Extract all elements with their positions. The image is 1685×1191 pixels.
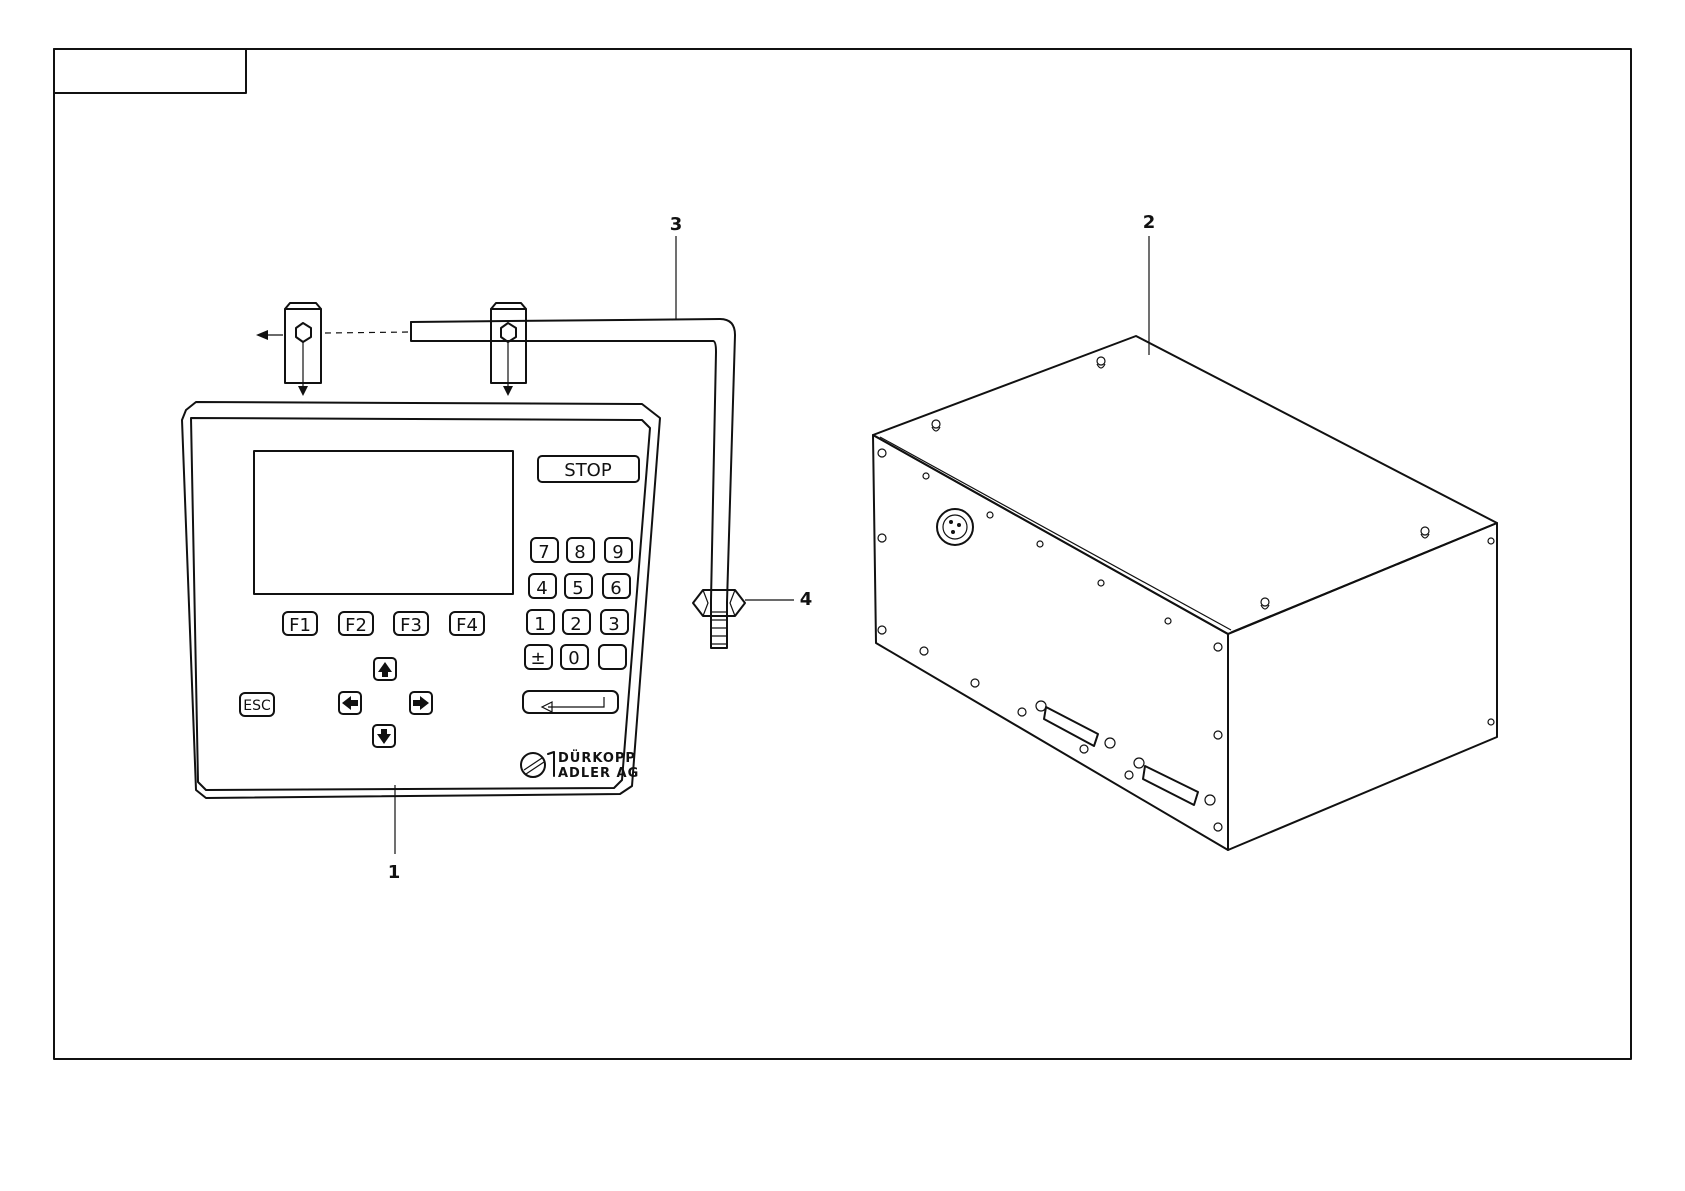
svg-text:9: 9 [612,542,623,563]
svg-text:±: ± [530,648,545,669]
svg-text:F4: F4 [456,615,478,636]
arrow-up-key[interactable] [374,658,396,680]
d-sub-connector [1036,701,1115,748]
key-f2[interactable]: F2 [339,612,373,636]
key-5[interactable]: 5 [565,574,592,599]
svg-text:4: 4 [536,578,547,599]
control-box [873,336,1497,850]
key-f1[interactable]: F1 [283,612,317,636]
screw [878,449,886,457]
arrow-down-key[interactable] [373,725,395,747]
callout-3: 3 [670,214,683,319]
d-sub-connector [1134,758,1215,805]
callout-4-label: 4 [800,589,813,610]
arrow-down-icon [377,729,391,744]
key-2[interactable]: 2 [563,610,590,635]
arrow-left-icon [256,330,268,340]
screw [971,679,979,687]
svg-text:7: 7 [538,542,549,563]
key-1[interactable]: 1 [527,610,554,635]
screw [1037,541,1043,547]
svg-text:3: 3 [608,614,619,635]
screw [1488,538,1494,544]
callout-2-label: 2 [1143,212,1156,233]
screw [1488,719,1494,725]
svg-text:6: 6 [610,578,621,599]
svg-text:1: 1 [534,614,545,635]
enter-icon [542,697,604,712]
screw [1018,708,1026,716]
stop-key[interactable]: STOP [538,456,639,482]
arrow-up-icon [378,662,392,677]
rod-clamp [491,303,526,396]
key-0[interactable]: 0 [561,645,588,669]
display-screen [254,451,513,594]
svg-text:8: 8 [574,542,585,563]
key-9[interactable]: 9 [605,538,632,563]
brand-line-2: ADLER AG [558,766,639,781]
svg-text:F2: F2 [345,615,367,636]
screw [1080,745,1088,753]
function-keys: F1 F2 F3 F4 [283,612,484,636]
svg-text:F1: F1 [289,615,311,636]
arrow-left-icon [342,696,358,710]
arrow-left-key[interactable] [339,692,361,714]
svg-text:2: 2 [570,614,581,635]
svg-text:0: 0 [568,648,579,669]
key-plus-minus[interactable]: ± [525,645,552,669]
callout-4: 4 [745,589,812,610]
screw [923,473,929,479]
esc-key-label: ESC [243,698,271,714]
keyhole-slot [1261,598,1269,609]
duerkopp-adler-logo: DÜRKOPP ADLER AG [521,750,639,781]
key-8[interactable]: 8 [567,538,594,563]
brand-line-1: DÜRKOPP [558,750,636,766]
callout-1: 1 [388,785,401,883]
stop-key-label: STOP [564,460,612,481]
callout-2: 2 [1143,212,1156,355]
screw [1125,771,1133,779]
key-f4[interactable]: F4 [450,612,484,636]
key-6[interactable]: 6 [603,574,630,599]
screw [1214,643,1222,651]
enter-key[interactable] [523,691,618,713]
arrow-right-key[interactable] [410,692,432,714]
screw [987,512,993,518]
drawing-frame [54,49,1631,1059]
screw [878,534,886,542]
title-box [54,49,246,93]
key-blank[interactable] [599,645,626,669]
arrow-down-icon [298,386,308,396]
esc-key[interactable]: ESC [240,693,274,716]
numeric-keypad: 7 8 9 4 5 6 1 2 3 ± 0 [525,538,632,669]
keyhole-slot [1421,527,1429,538]
detached-clamp [256,303,411,396]
keyhole-slot [1097,357,1105,368]
keyhole-slot [932,420,940,431]
key-f3[interactable]: F3 [394,612,428,636]
callout-3-label: 3 [670,214,683,235]
control-panel: STOP 7 8 9 4 5 6 1 2 3 ± 0 F1 [182,402,660,798]
svg-text:F3: F3 [400,615,422,636]
screw [1165,618,1171,624]
round-connector [937,509,973,545]
screw [1214,823,1222,831]
key-3[interactable]: 3 [601,610,628,635]
screw [920,647,928,655]
screw [878,626,886,634]
key-7[interactable]: 7 [531,538,558,563]
key-4[interactable]: 4 [529,574,556,599]
arrow-down-icon [503,386,513,396]
callout-1-label: 1 [388,862,401,883]
screw [1098,580,1104,586]
svg-text:5: 5 [572,578,583,599]
arrow-right-icon [413,696,429,710]
screw [1214,731,1222,739]
